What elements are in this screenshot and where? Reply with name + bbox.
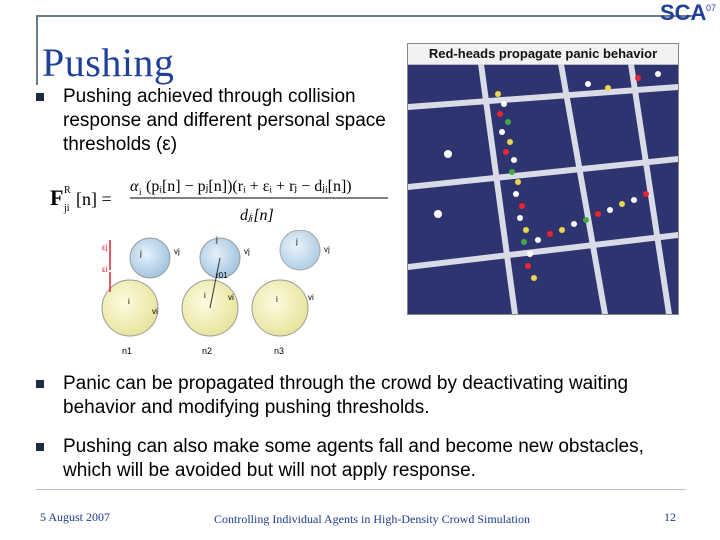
bullet-3-text: Pushing can also make some agents fall a… xyxy=(63,436,644,481)
r01-line xyxy=(209,257,221,309)
svg-text:εi: εi xyxy=(102,265,108,274)
sca-logo: SCA 07 xyxy=(660,0,716,24)
pushing-diagram: εj εi j vj i vi n1 j vj r01 i vi n2 j vj… xyxy=(101,230,330,356)
bullet-square-icon xyxy=(36,93,44,101)
top-rule xyxy=(38,15,694,17)
svg-text:vj: vj xyxy=(244,247,250,256)
svg-text:i: i xyxy=(128,297,130,306)
scene-n3: j vj i vi n3 xyxy=(251,230,330,356)
svg-text:vj: vj xyxy=(174,247,180,256)
formula-lhs-sup: R xyxy=(64,185,71,196)
svg-text:εj: εj xyxy=(102,243,108,252)
logo-text: SCA xyxy=(660,0,707,24)
walls xyxy=(408,64,678,314)
footer-title: Controlling Individual Agents in High-De… xyxy=(214,512,530,526)
logo-year: 07 xyxy=(706,3,716,13)
bullet-1-text: Pushing achieved through collision respo… xyxy=(63,86,386,155)
agent-i-n1 xyxy=(101,279,159,337)
screenshot-caption: Red-heads propagate panic behavior xyxy=(408,44,678,65)
formula-denominator: dⱼᵢ[n] xyxy=(240,207,274,224)
crowd-scene xyxy=(408,64,678,314)
formula-alpha-sub: i xyxy=(139,187,142,197)
footer-page-number: 12 xyxy=(664,510,676,524)
formula-lhs-arg: [n] = xyxy=(76,189,112,209)
bullet-2-text: Panic can be propagated through the crow… xyxy=(63,373,629,418)
svg-text:i: i xyxy=(204,291,206,300)
formula-lhs: F xyxy=(50,185,63,210)
svg-text:j: j xyxy=(215,235,218,244)
left-rule xyxy=(36,15,38,85)
svg-text:n2: n2 xyxy=(202,346,212,356)
svg-text:i: i xyxy=(276,295,278,304)
scene-n2: j vj r01 i vi n2 xyxy=(181,235,250,356)
bullet-square-icon xyxy=(36,443,44,451)
agent-j-n1 xyxy=(129,237,171,279)
force-formula: F R ji [n] = α i (pᵢ[n] − pⱼ[n])(rᵢ + εᵢ… xyxy=(50,178,388,224)
scene-n1: εj εi j vj i vi n1 xyxy=(101,237,180,356)
slide-title: Pushing xyxy=(42,40,175,85)
agents-crowd xyxy=(434,71,661,281)
formula-numerator: (pᵢ[n] − pⱼ[n])(rᵢ + εᵢ + rⱼ − dⱼᵢ[n]) xyxy=(146,178,352,195)
bullet-square-icon xyxy=(36,380,44,388)
svg-text:vj: vj xyxy=(324,245,330,254)
formula-alpha: α xyxy=(130,178,139,195)
svg-text:j: j xyxy=(139,249,142,258)
svg-text:r01: r01 xyxy=(216,271,228,280)
svg-text:n1: n1 xyxy=(122,346,132,356)
agent-j-n3 xyxy=(279,230,321,271)
svg-text:vi: vi xyxy=(152,307,158,316)
footer-rule xyxy=(36,489,686,490)
svg-text:j: j xyxy=(295,237,298,246)
svg-text:n3: n3 xyxy=(274,346,284,356)
agent-i-n3 xyxy=(251,279,309,337)
footer-date: 5 August 2007 xyxy=(40,510,111,524)
formula-lhs-sub: ji xyxy=(63,203,70,214)
svg-text:vi: vi xyxy=(228,293,234,302)
svg-text:vi: vi xyxy=(308,293,314,302)
panic-simulation-screenshot: Red-heads propagate panic behavior xyxy=(407,43,679,315)
